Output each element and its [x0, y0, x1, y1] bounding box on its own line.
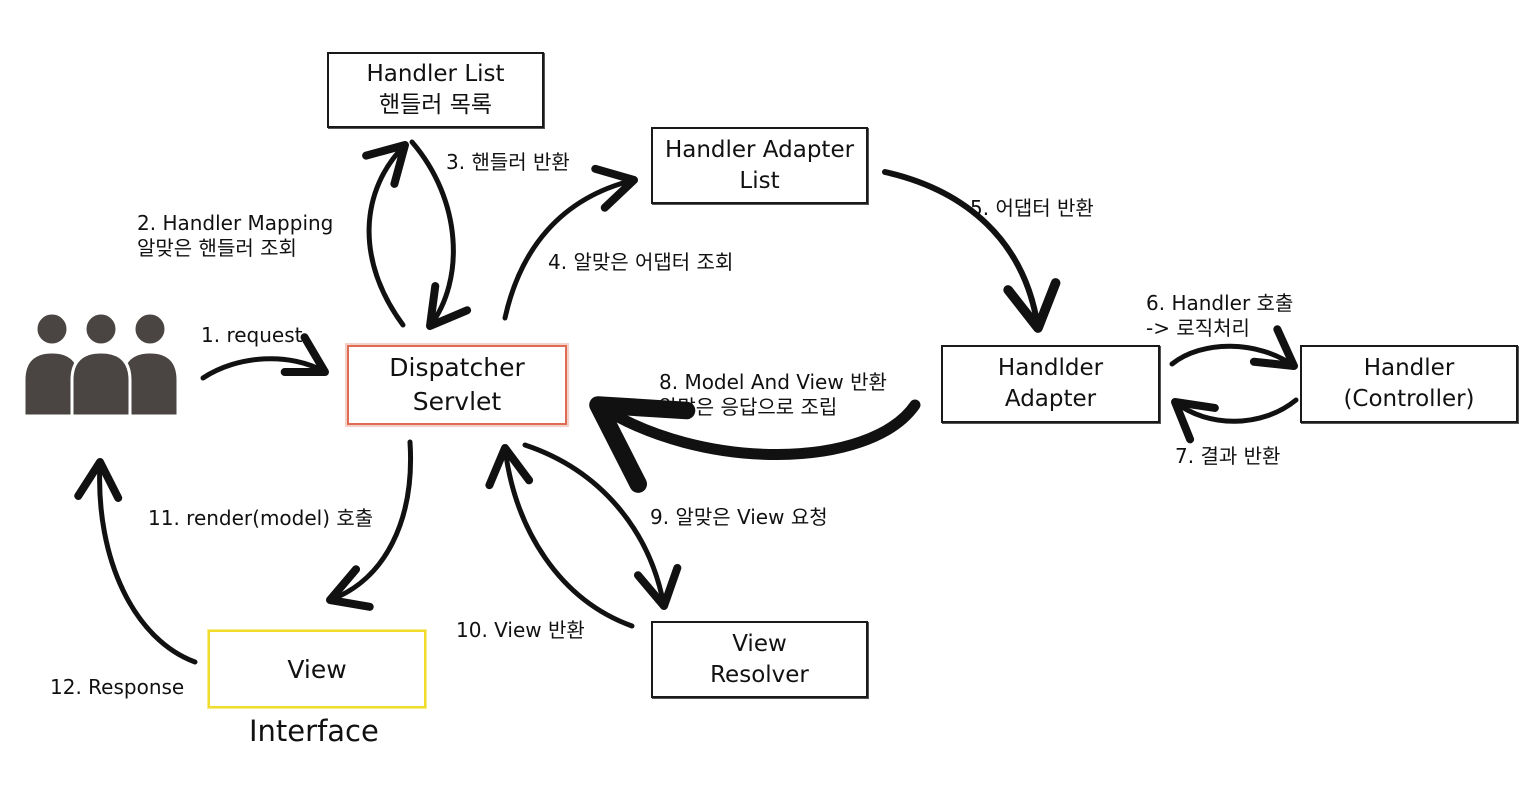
arrow-result-return: [1171, 397, 1299, 444]
arrow-handler-return: [409, 139, 472, 330]
handler-adapter-list-line2: List: [739, 167, 780, 194]
handler-list-subtitle: 핸들러 목록: [378, 92, 493, 118]
view-label: View: [287, 654, 347, 684]
handler-controller-box: Handler (Controller): [1300, 345, 1518, 423]
handler-list-box: Handler List 핸들러 목록: [327, 52, 544, 128]
step-10-label: 10. View 반환: [456, 618, 585, 642]
arrow-view-return: [485, 444, 635, 629]
arrow-handler-call: [1169, 325, 1298, 370]
handler-adapter-list-box: Handler Adapter List: [651, 127, 868, 204]
step-2-label: 2. Handler Mapping 알맞은 핸들러 조회: [137, 211, 333, 261]
dispatcher-line2: Servlet: [412, 387, 502, 416]
arrow-handler-mapping: [362, 141, 409, 328]
users-group-icon: [22, 312, 180, 416]
step-7-label: 7. 결과 반환: [1175, 444, 1281, 468]
step-2-line2: 알맞은 핸들러 조회: [137, 236, 297, 260]
arrow-request: [200, 333, 329, 381]
step-2-line1: 2. Handler Mapping: [137, 211, 334, 235]
step-3-label: 3. 핸들러 반환: [446, 150, 570, 174]
view-interface-box: View: [208, 630, 426, 708]
arrow-adapter-query: [502, 164, 638, 321]
step-8-line2: 알맞은 응답으로 조립: [659, 395, 838, 419]
step-1-label: 1. request: [201, 323, 303, 347]
view-resolver-box: View Resolver: [651, 621, 868, 698]
step-8-label: 8. Model And View 반환 알맞은 응답으로 조립: [659, 370, 887, 420]
handler-adapter-list-line1: Handler Adapter: [664, 136, 855, 163]
view-resolver-line2: Resolver: [710, 661, 809, 688]
dispatcher-line1: Dispatcher: [389, 353, 525, 382]
handler-list-title: Handler List: [366, 61, 505, 87]
view-interface-caption: Interface: [249, 714, 379, 748]
view-resolver-line1: View: [732, 630, 787, 657]
step-6-line1: 6. Handler 호출: [1146, 291, 1294, 315]
step-6-line2: -> 로직처리: [1146, 316, 1250, 340]
handler-line1: Handler: [1363, 355, 1455, 381]
step-8-line1: 8. Model And View 반환: [659, 370, 887, 394]
step-9-label: 9. 알맞은 View 요청: [650, 505, 828, 529]
arrow-adapter-return: [882, 169, 1061, 333]
arrow-model-and-view: [589, 396, 921, 493]
handler-adapter-line1: Handlder: [997, 355, 1104, 381]
handler-line2: (Controller): [1343, 386, 1475, 412]
step-5-label: 5. 어댑터 반환: [970, 196, 1094, 220]
arrow-render: [326, 439, 414, 611]
handler-adapter-line2: Adapter: [1004, 386, 1097, 412]
arrow-response: [74, 458, 198, 665]
step-4-label: 4. 알맞은 어댑터 조회: [548, 250, 734, 274]
step-11-label: 11. render(model) 호출: [148, 506, 374, 530]
handler-adapter-box: Handlder Adapter: [941, 345, 1160, 423]
step-12-label: 12. Response: [50, 675, 185, 699]
dispatcher-servlet-box: Dispatcher Servlet: [347, 345, 567, 425]
arrow-view-request: [522, 442, 682, 610]
step-6-label: 6. Handler 호출 -> 로직처리: [1146, 291, 1293, 341]
